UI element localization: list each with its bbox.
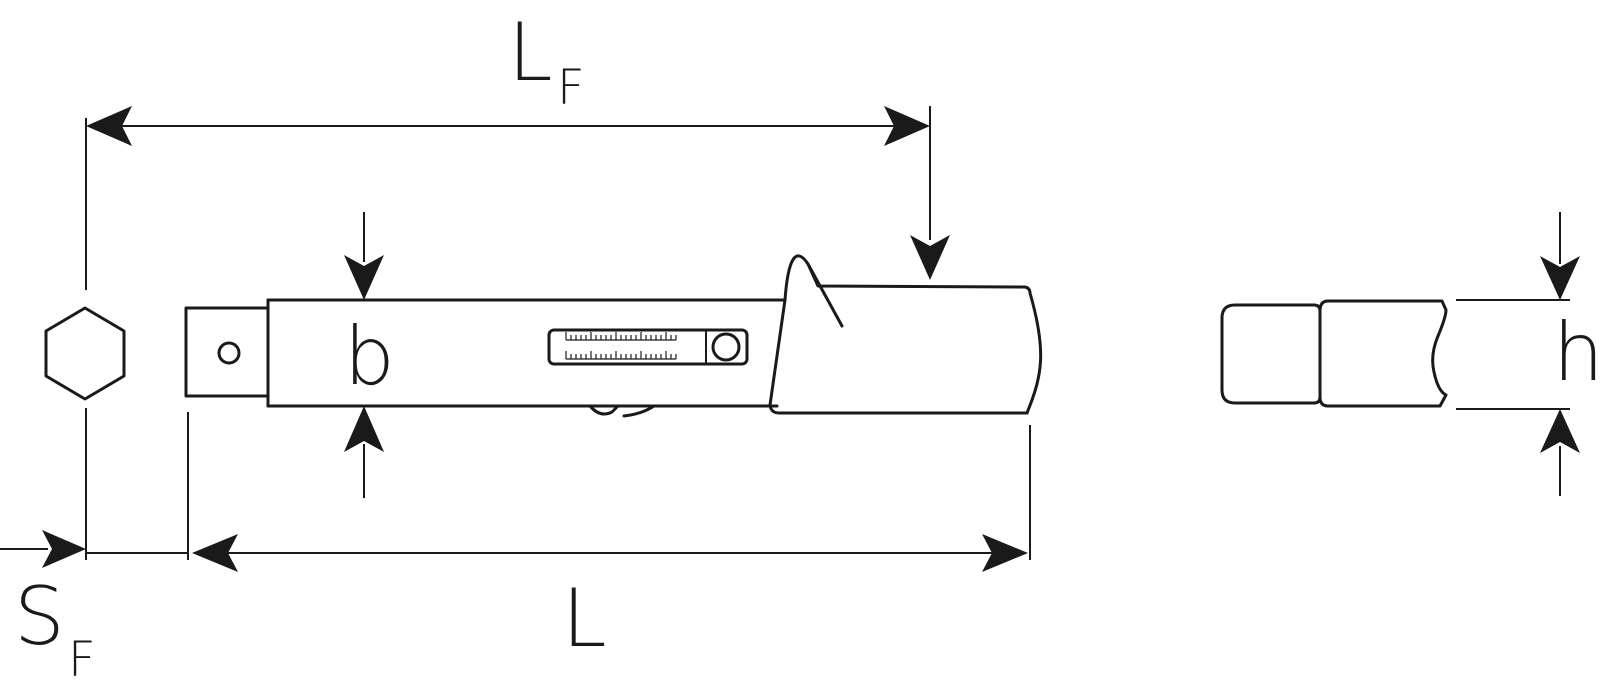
label-lf-sub: F [557, 60, 585, 116]
torque-scale-window [547, 328, 749, 366]
wrench-handle [768, 254, 1043, 415]
wrench-side-profile [1220, 299, 1448, 408]
scale-ticks [565, 332, 677, 360]
dimension-l-and-sf [0, 408, 1031, 572]
wrench-body [266, 298, 785, 418]
hexagon-drive-symbol [44, 306, 126, 401]
dimension-lf [85, 106, 950, 290]
dimension-h [1456, 212, 1580, 496]
label-b: b [344, 310, 395, 403]
label-lf-main: L [508, 6, 553, 99]
label-h: h [1553, 306, 1600, 399]
square-drive-head [184, 306, 270, 398]
label-sf-sub: F [68, 632, 96, 686]
dimension-b [344, 212, 384, 498]
label-l: L [562, 572, 607, 665]
label-sf-main: S [14, 570, 65, 663]
